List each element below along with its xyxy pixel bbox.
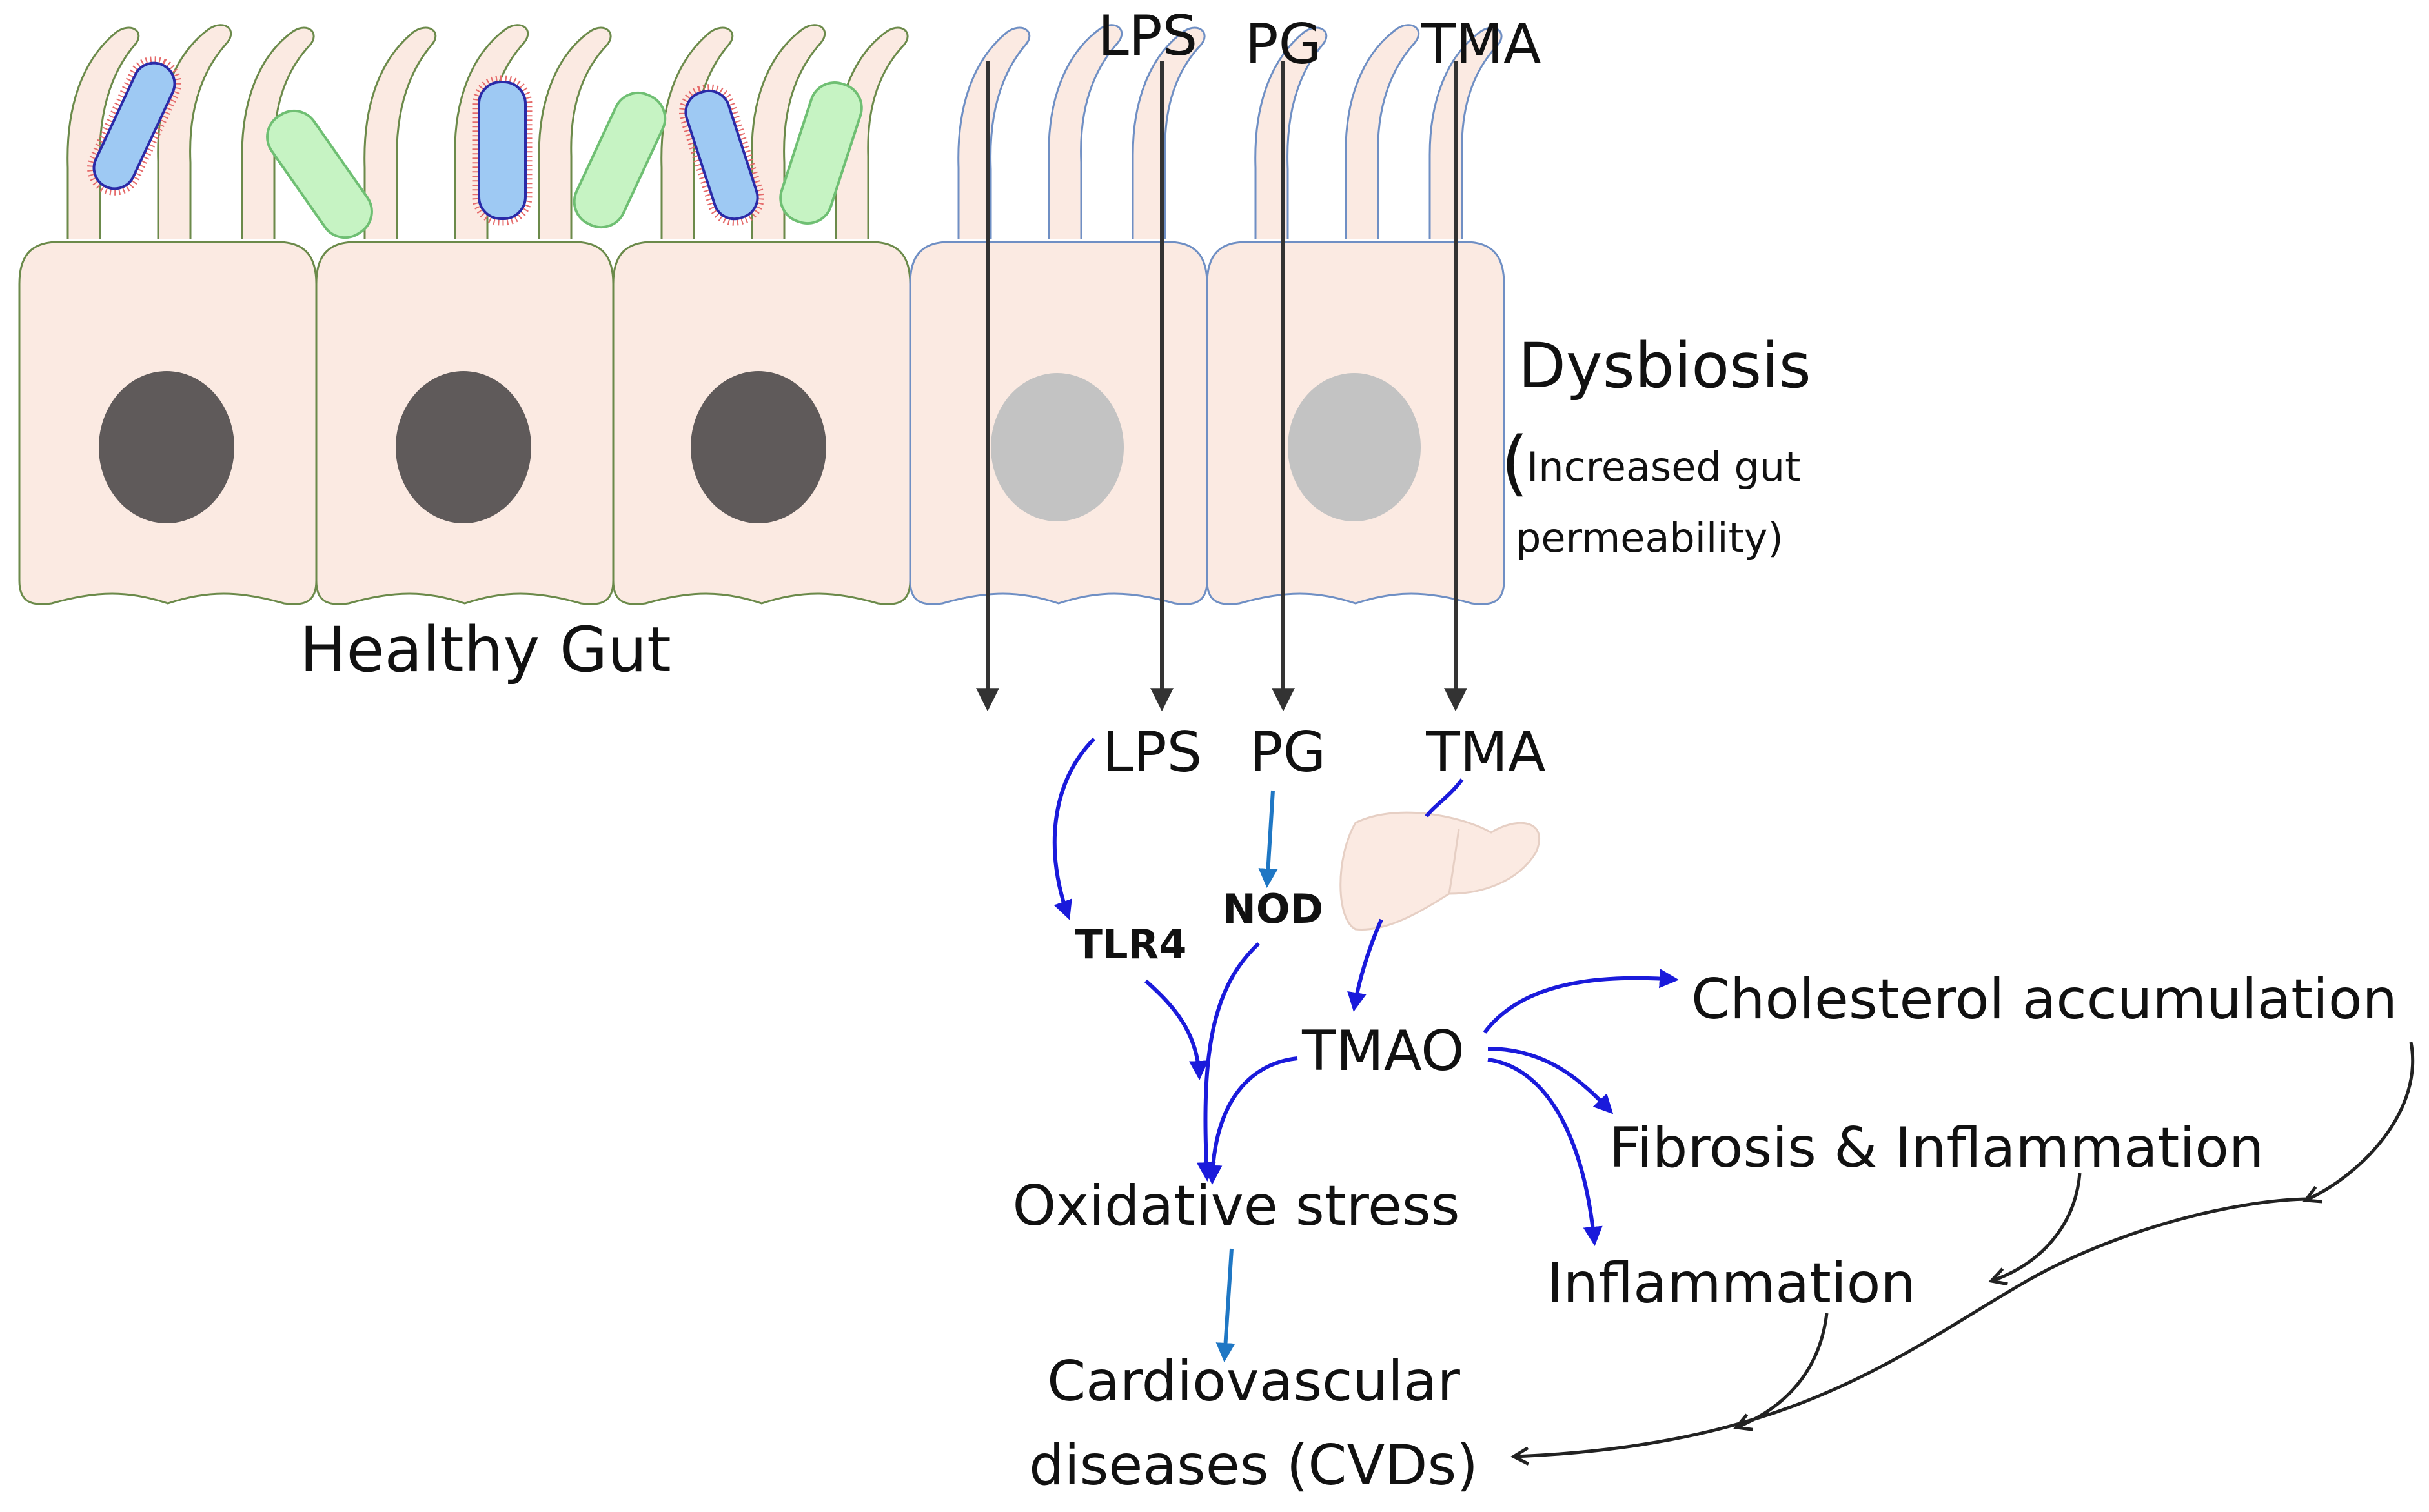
bacterium-blue-1 (87, 56, 181, 196)
arrow-tmao-to-cholesterol (1483, 969, 1679, 1034)
label-tma-top: TMA (1421, 12, 1541, 77)
label-cholesterol: Cholesterol accumulation (1691, 967, 2397, 1032)
label-lps-top: LPS (1098, 4, 1197, 68)
arrow-liver-to-tmao (1347, 918, 1383, 1012)
nucleus-healthy-1 (99, 371, 234, 523)
bacterium-green-2 (573, 91, 667, 229)
label-fibrosis: Fibrosis & Inflammation (1609, 1116, 2264, 1180)
nucleus-healthy-2 (396, 371, 531, 523)
label-dysbiosis: Dysbiosis (1518, 330, 1811, 402)
label-tmao: TMAO (1301, 1019, 1465, 1084)
bacterium-green-1 (266, 109, 373, 239)
arrow-oxidative-to-cvd (1215, 1248, 1235, 1362)
label-tma: TMA (1425, 720, 1546, 785)
arrow-fibrosis-branch (1991, 1173, 2082, 1281)
arrow-tlr4-to-oxidative (1144, 979, 1208, 1080)
nucleus-dysbiosis-2 (1288, 373, 1421, 521)
nucleus-healthy-3 (691, 371, 826, 523)
label-pg: PG (1250, 720, 1326, 785)
label-healthy-gut: Healthy Gut (300, 614, 671, 686)
label-cvd-line1: Cardiovascular (1047, 1349, 1460, 1414)
label-pg-top: PG (1245, 12, 1322, 77)
label-nod: NOD (1223, 885, 1323, 932)
liver-icon (1339, 811, 1541, 931)
label-oxidative-stress: Oxidative stress (1012, 1174, 1459, 1238)
label-tlr4: TLR4 (1075, 921, 1187, 968)
arrow-tmao-to-fibrosis (1487, 1047, 1614, 1114)
label-dysbiosis-note-1: Increased gut (1527, 443, 1800, 490)
arrow-lps-to-tlr4 (1052, 737, 1096, 920)
label-cvd-line2: diseases (CVDs) (1029, 1433, 1478, 1498)
arrow-tmao-to-oxidative (1203, 1056, 1298, 1185)
arrow-chain-to-cvd (1514, 1197, 2308, 1457)
arrow-tmao-to-inflammation (1487, 1058, 1603, 1246)
arrow-nod-to-oxidative (1196, 942, 1261, 1182)
arrow-tma-to-liver (1425, 778, 1464, 818)
bacterium-green-3 (779, 81, 863, 225)
arrow-inflammation-branch (1736, 1313, 1829, 1427)
label-paren-open: ( (1501, 421, 1529, 504)
arrow-cholesterol-branch (2306, 1042, 2415, 1200)
label-dysbiosis-note-2: permeability) (1516, 514, 1784, 561)
bacterium-blue-2 (472, 75, 533, 226)
label-lps: LPS (1103, 720, 1202, 785)
nucleus-dysbiosis-1 (991, 373, 1124, 521)
label-inflammation: Inflammation (1547, 1251, 1916, 1316)
arrow-pg-to-nod (1258, 790, 1278, 888)
